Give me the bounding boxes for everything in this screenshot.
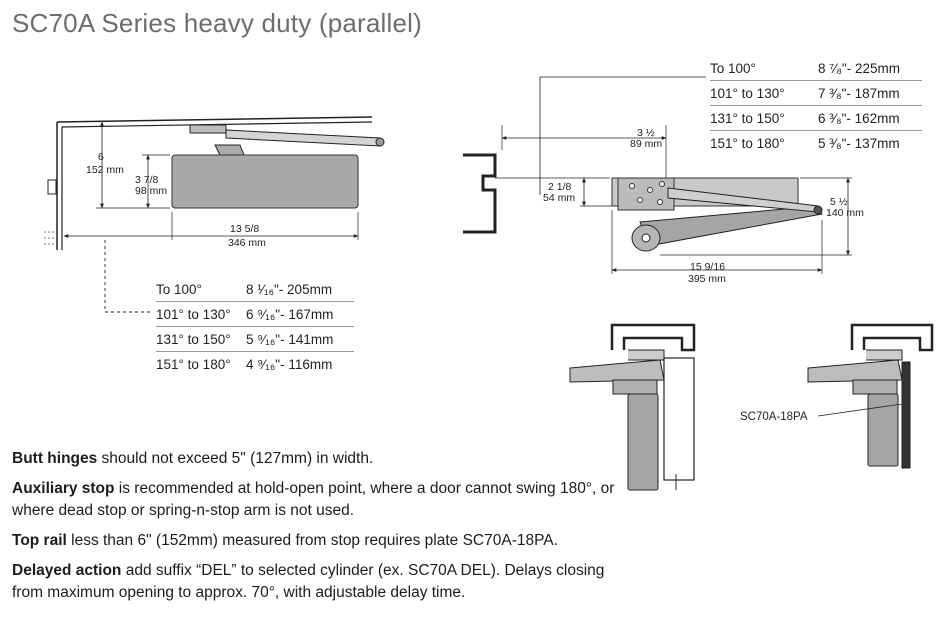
table-row: 131° to 150° 5 ⁹⁄₁₆"- 141mm [156,327,354,352]
value-cell: 6 ³⁄₈"- 162mm [818,110,900,126]
table-row: 131° to 150° 6 ³⁄₈"- 162mm [710,106,922,131]
page-title: SC70A Series heavy duty (parallel) [12,8,423,38]
dim-body-mm: 98 mm [135,185,167,197]
table-row: 151° to 180° 5 ³⁄₈"- 137mm [710,131,922,155]
dim-rbody-in: 2 1/8 [548,181,572,193]
note-text: add suffix “DEL” to selected cylinder (e… [12,562,605,601]
value-cell: 7 ³⁄₈"- 187mm [818,85,900,101]
note-heading: Butt hinges [12,450,98,467]
range-cell: 131° to 150° [710,110,785,126]
range-cell: 101° to 130° [156,306,231,322]
value-cell: 5 ⁹⁄₁₆"- 141mm [246,331,334,347]
left-closer-view [44,116,385,313]
table-row: To 100° 8 ⁷⁄₈"- 225mm [710,56,922,81]
dim-height-in: 6 [98,151,104,163]
section-view-plate [807,323,934,469]
range-cell: To 100° [710,60,756,76]
table-row: To 100° 8 ¹⁄₁₆"- 205mm [156,277,354,302]
note-delayed-action: Delayed action add suffix “DEL” to selec… [12,560,632,604]
dim-offset-mm: 89 mm [630,138,662,150]
note-top-rail: Top rail less than 6" (152mm) measured f… [12,530,632,552]
dim-body-in: 3 7/8 [135,174,159,186]
note-text: is recommended at hold-open point, where… [12,480,615,519]
plate-label: SC70A-18PA [740,411,808,423]
dim-offset-in: 3 ½ [637,127,655,139]
dim-length-in: 13 5/8 [230,223,259,235]
dim-height-mm: 152 mm [86,164,124,176]
range-cell: To 100° [156,281,202,297]
spec-notes: Butt hinges should not exceed 5" (127mm)… [12,448,632,612]
dim-rlength-mm: 395 mm [688,273,726,285]
value-cell: 4 ⁹⁄₁₆"- 116mm [246,356,333,372]
range-cell: 151° to 180° [156,356,231,372]
note-text: should not exceed 5" (127mm) in width. [97,450,374,467]
dim-arm-mm: 140 mm [826,207,864,219]
note-auxiliary-stop: Auxiliary stop is recommended at hold-op… [12,478,632,522]
value-cell: 5 ³⁄₈"- 137mm [818,135,900,151]
range-cell: 131° to 150° [156,331,231,347]
table-row: 101° to 130° 7 ³⁄₈"- 187mm [710,81,922,106]
range-cell: 101° to 130° [710,85,785,101]
note-heading: Top rail [12,532,67,549]
value-cell: 8 ⁷⁄₈"- 225mm [818,60,901,76]
note-heading: Delayed action [12,562,122,579]
dim-arm-in: 5 ½ [830,196,848,208]
note-heading: Auxiliary stop [12,480,115,497]
section-view-standard [569,323,696,491]
value-cell: 6 ⁹⁄₁₆"- 167mm [246,306,334,322]
dim-rbody-mm: 54 mm [543,192,575,204]
right-size-table: To 100° 8 ⁷⁄₈"- 225mm 101° to 130° 7 ³⁄₈… [710,56,922,155]
dim-rlength-in: 15 9/16 [690,261,725,273]
note-butt-hinges: Butt hinges should not exceed 5" (127mm)… [12,448,632,470]
value-cell: 8 ¹⁄₁₆"- 205mm [246,281,333,297]
range-cell: 151° to 180° [710,135,785,151]
note-text: less than 6" (152mm) measured from stop … [66,532,558,549]
right-closer-view [463,76,852,274]
table-row: 151° to 180° 4 ⁹⁄₁₆"- 116mm [156,352,354,376]
dim-length-mm: 346 mm [228,237,266,249]
table-row: 101° to 130° 6 ⁹⁄₁₆"- 167mm [156,302,354,327]
left-size-table: To 100° 8 ¹⁄₁₆"- 205mm 101° to 130° 6 ⁹⁄… [156,277,354,376]
